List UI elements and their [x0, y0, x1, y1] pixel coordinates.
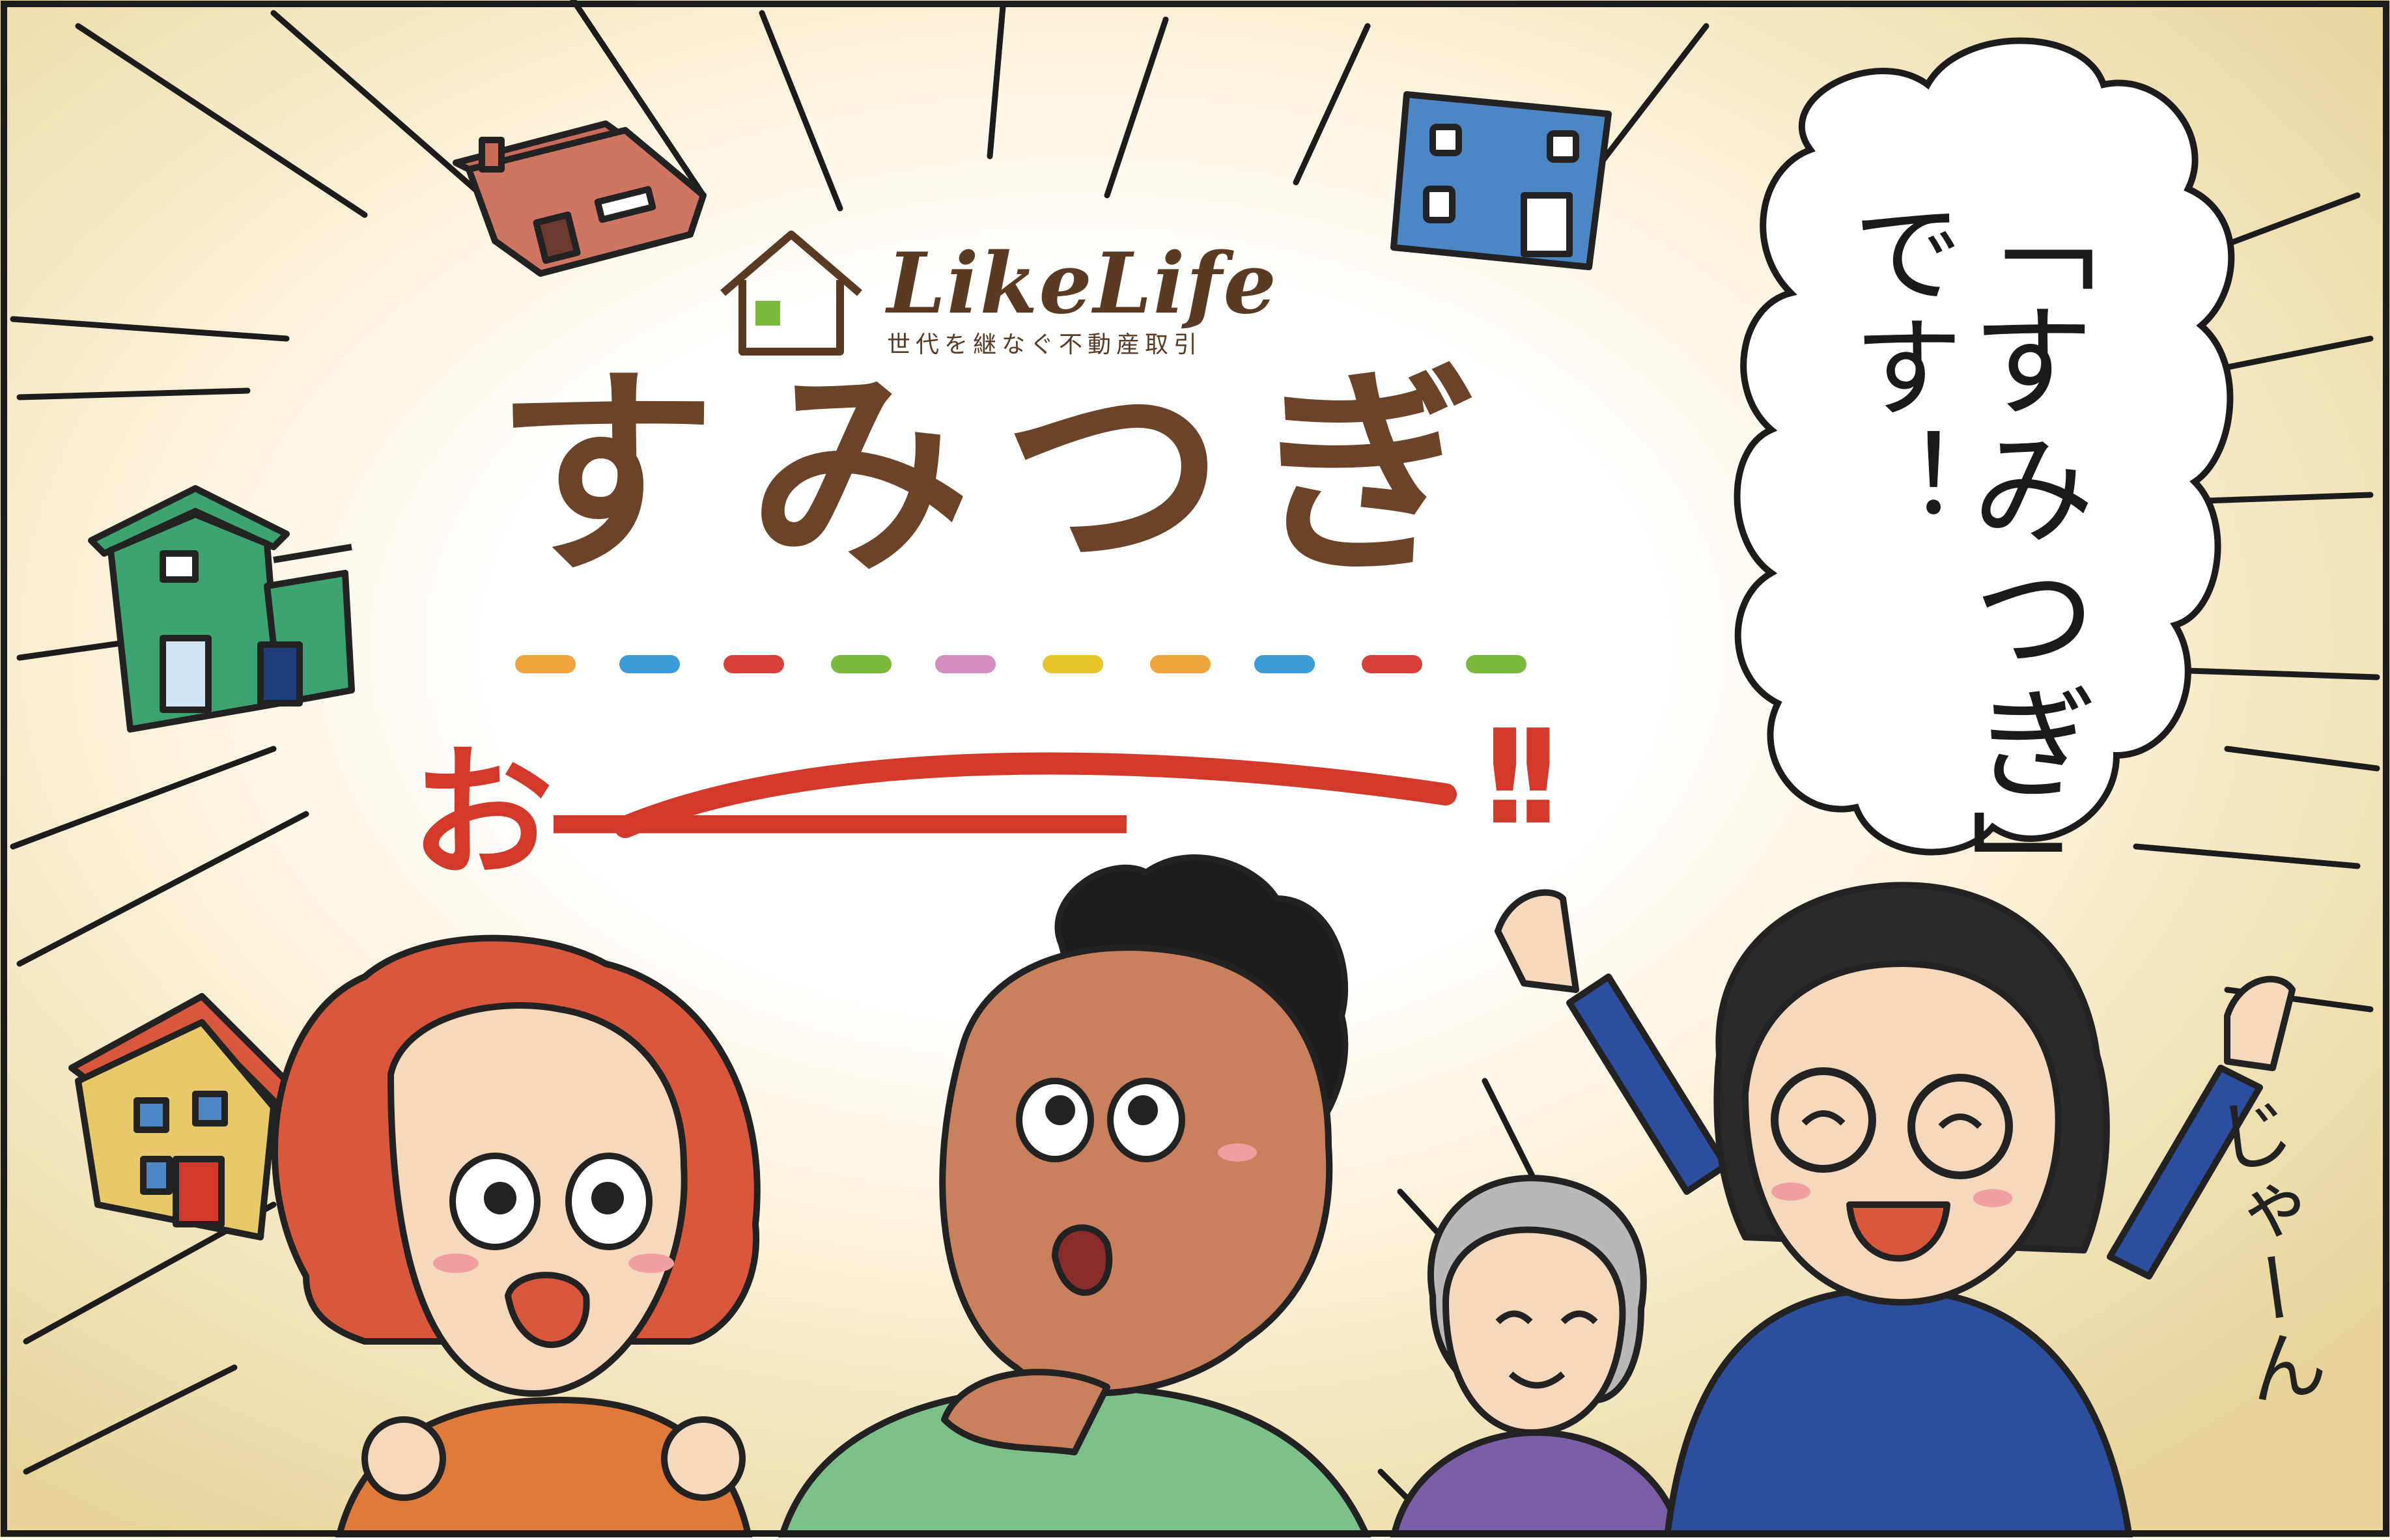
agent-woman — [1495, 882, 2296, 1540]
shout-text: お―――― — [410, 731, 1127, 897]
title-main: すみつぎ — [495, 346, 1511, 604]
woman-left — [271, 934, 761, 1540]
logo-house-icon — [720, 231, 862, 356]
speech-text-line1: 「すみつぎ」 — [1950, 169, 2094, 935]
brand-logo-text: LikeLife — [887, 235, 1278, 333]
house-icon-green — [88, 485, 355, 733]
house-icon-blue — [1390, 91, 1612, 270]
man-center — [778, 854, 1371, 1540]
grandma — [1390, 1175, 1683, 1540]
house-icon-yellow — [68, 993, 309, 1240]
brand-tagline: 世代を継なぐ不動産取引 — [887, 331, 1203, 358]
speech-text-line2: です！ — [1834, 195, 1963, 539]
speech-bubble — [1734, 37, 2235, 856]
blush-marks — [433, 1143, 2012, 1273]
shout-stroke — [614, 752, 1457, 838]
shout-exclamation: !! — [1475, 702, 1568, 854]
house-icon-red — [453, 120, 707, 277]
